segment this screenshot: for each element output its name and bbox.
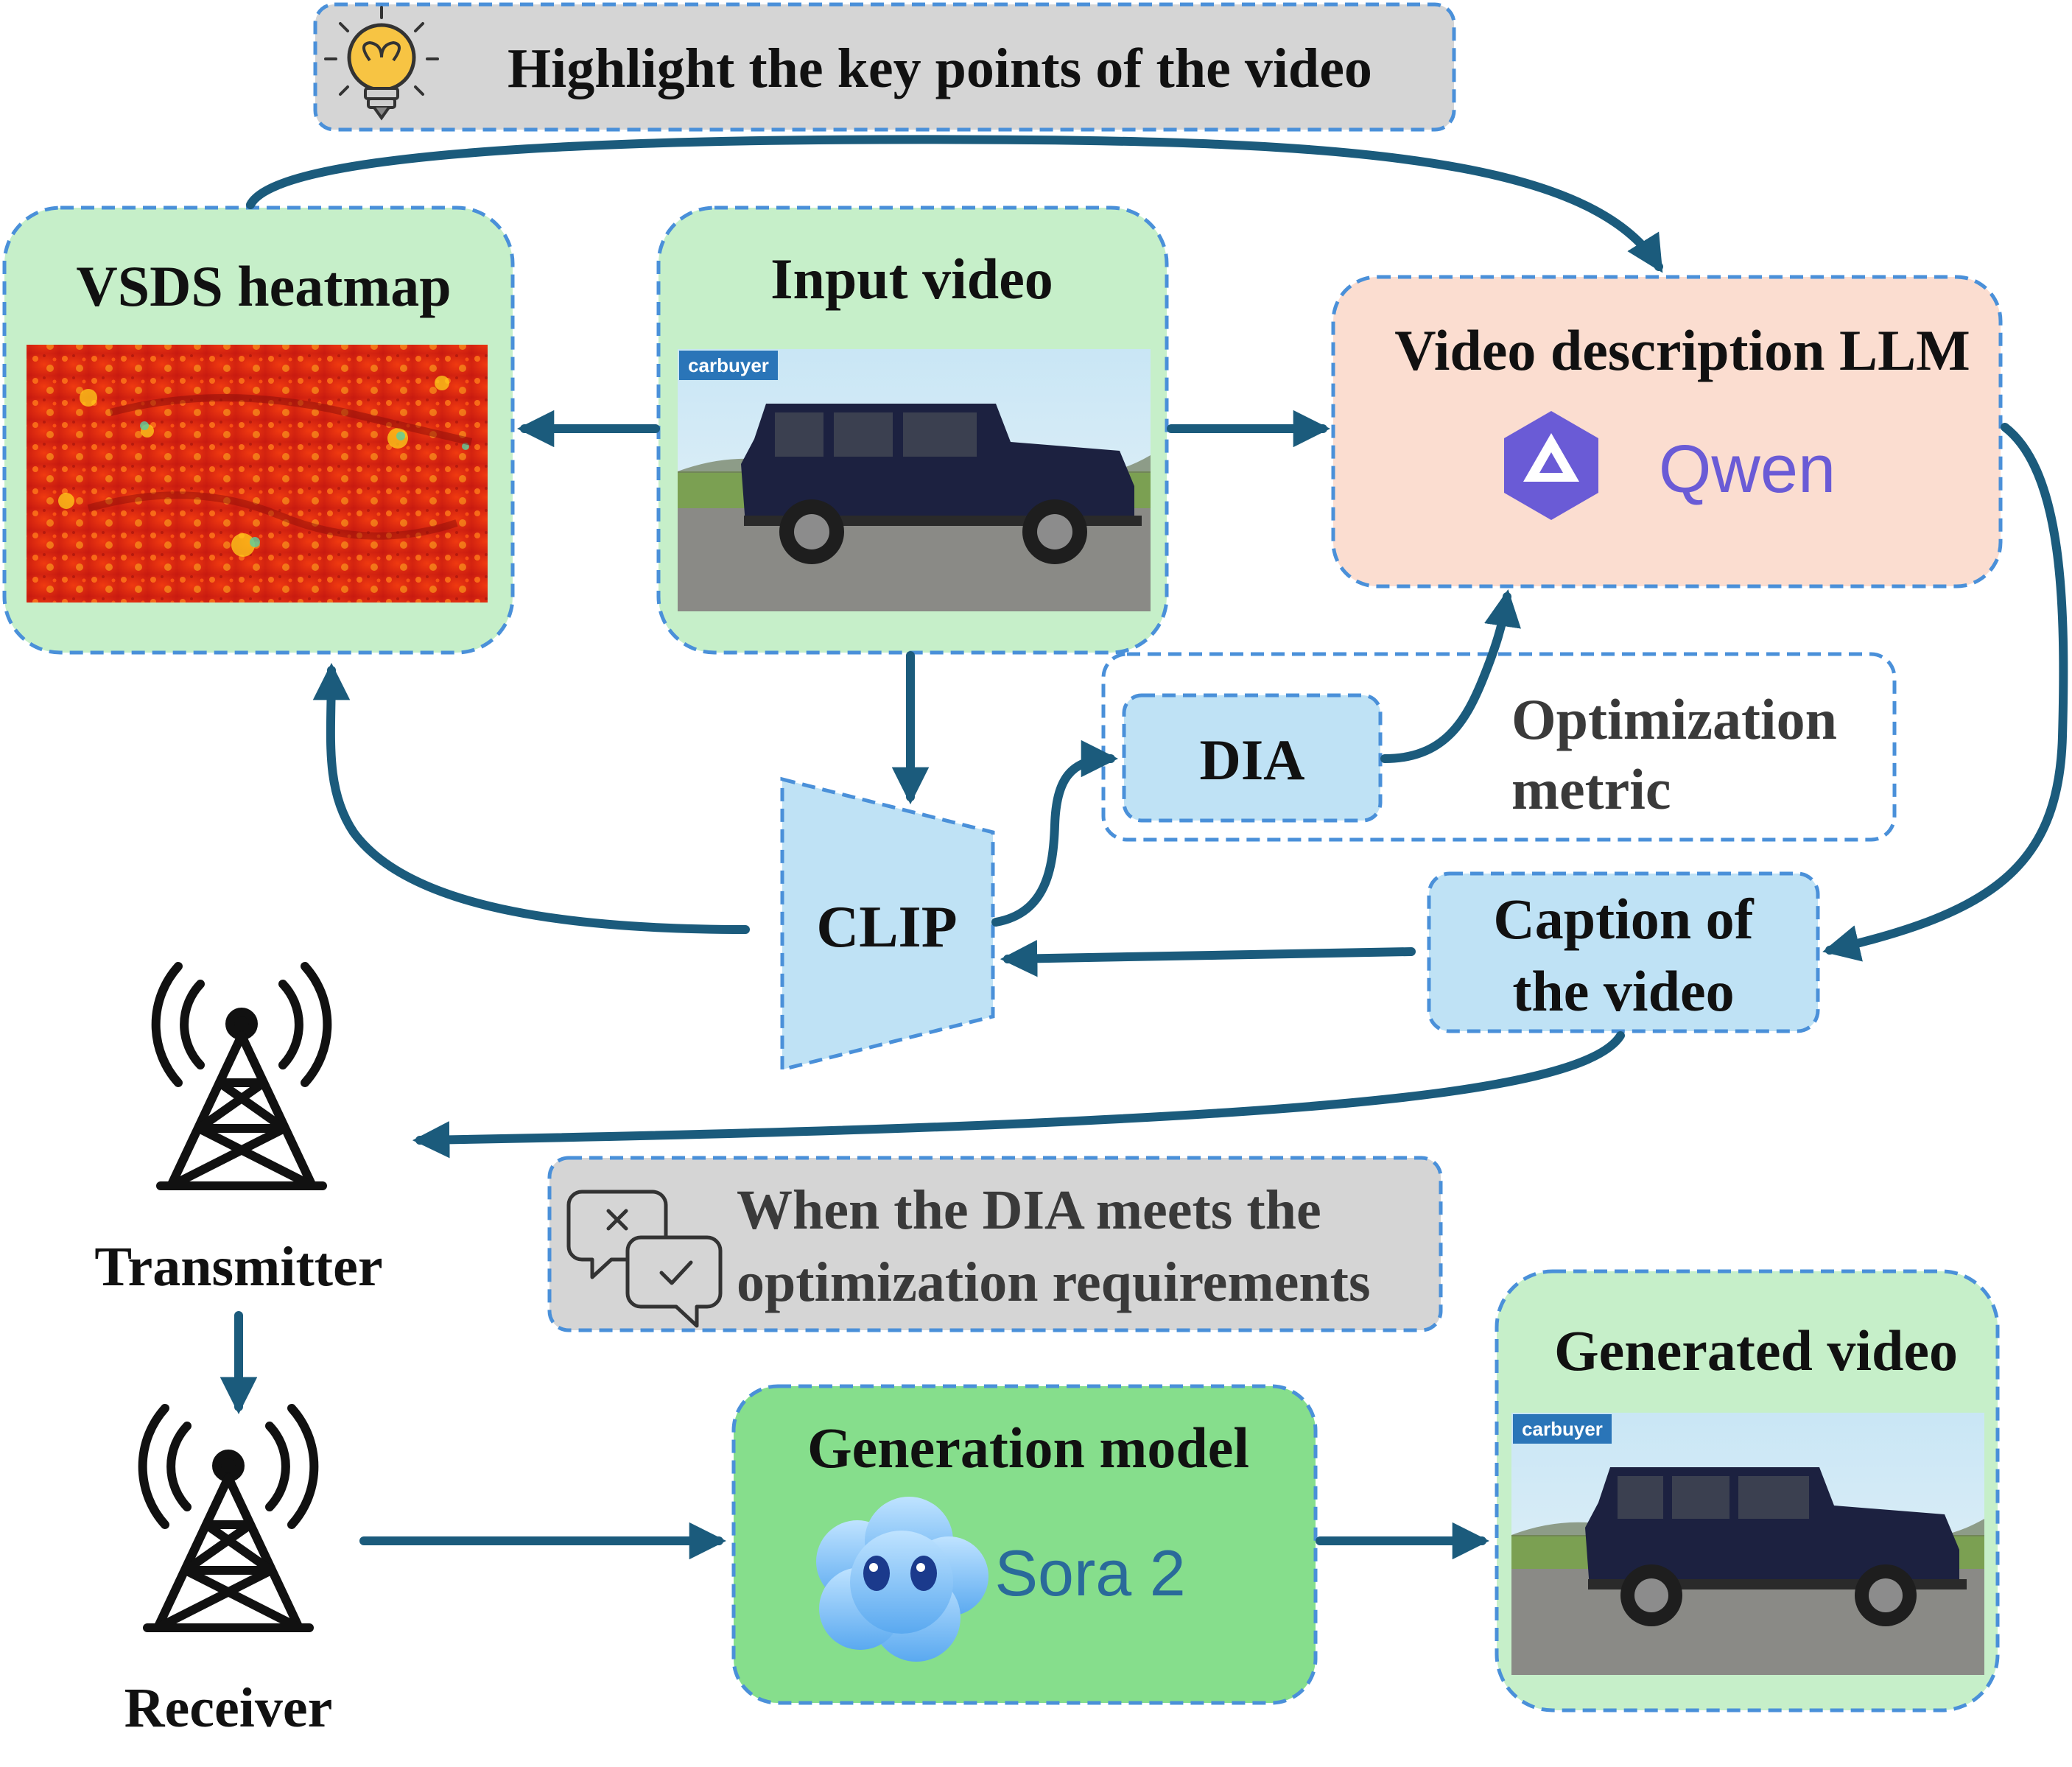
transmitter-label: Transmitter [94, 1236, 382, 1298]
llm-title: Video description LLM [1394, 318, 1970, 382]
condition-line2: optimization requirements [737, 1251, 1371, 1313]
hint-top-text: Highlight the key points of the video [508, 38, 1372, 99]
arrow-clip-to-dia [991, 740, 1119, 927]
generated-video-badge: carbuyer [1522, 1418, 1603, 1440]
hint-top-box: Highlight the key points of the video [313, 2, 1456, 132]
arrow-dia-to-llm [1380, 589, 1521, 763]
arrow-caption-to-clip [1000, 940, 1416, 977]
heatmap-image [27, 345, 488, 603]
receiver: Receiver [124, 1404, 333, 1739]
qwen-logo-text: Qwen [1659, 432, 1836, 507]
llm-box: Video description LLM Qwen [1331, 275, 2003, 589]
caption-line1: Caption of [1493, 887, 1754, 951]
clip-label: CLIP [816, 895, 957, 960]
input-video-box: Input video carbuyer [656, 205, 1169, 655]
clip-encoder: CLIP [780, 776, 995, 1072]
metric-line1: Optimization [1511, 687, 1837, 751]
chat-check-icon [566, 1190, 723, 1328]
lightbulb-icon [324, 6, 439, 121]
metric-line2: metric [1511, 757, 1671, 821]
vsds-title: VSDS heatmap [76, 254, 451, 318]
sora-logo-text: Sora 2 [994, 1536, 1185, 1609]
optimization-metric-group: DIA Optimization metric [1101, 652, 1897, 842]
suv-icon [1585, 1467, 1967, 1626]
arrow-clip-to-vsds [312, 662, 750, 934]
dia-label: DIA [1199, 728, 1304, 792]
input-video-frame: carbuyer [678, 349, 1151, 611]
transmitter: Transmitter [94, 962, 383, 1298]
arrow-llm-to-caption [1822, 423, 2068, 962]
flow-arrows [220, 135, 2068, 1560]
dia-box: DIA [1122, 693, 1383, 823]
condition-line1: When the DIA meets the [737, 1179, 1321, 1241]
receiver-label: Receiver [124, 1677, 333, 1739]
vsds-heatmap-box: VSDS heatmap [2, 205, 515, 655]
generated-video-box: Generated video carbuyer [1495, 1269, 2000, 1712]
arrow-vsds-to-llm [246, 135, 1663, 273]
generated-video-frame: carbuyer [1511, 1413, 1984, 1675]
input-video-title: Input video [770, 247, 1053, 311]
qwen-logo-icon [1504, 411, 1598, 520]
condition-box: When the DIA meets the optimization requ… [547, 1156, 1443, 1332]
sora-cloud-icon [816, 1497, 988, 1662]
input-video-badge: carbuyer [688, 354, 769, 376]
antenna-tower-icon [151, 962, 332, 1190]
caption-box: Caption of the video [1427, 871, 1820, 1033]
suv-icon [741, 404, 1142, 564]
generation-model-box: Generation model Sora 2 [731, 1384, 1318, 1705]
generated-video-title: Generated video [1554, 1318, 1958, 1383]
generation-title: Generation model [807, 1416, 1249, 1480]
arrow-caption-to-transmitter [412, 1031, 1625, 1159]
caption-line2: the video [1512, 959, 1734, 1023]
antenna-tower-icon [138, 1404, 319, 1632]
